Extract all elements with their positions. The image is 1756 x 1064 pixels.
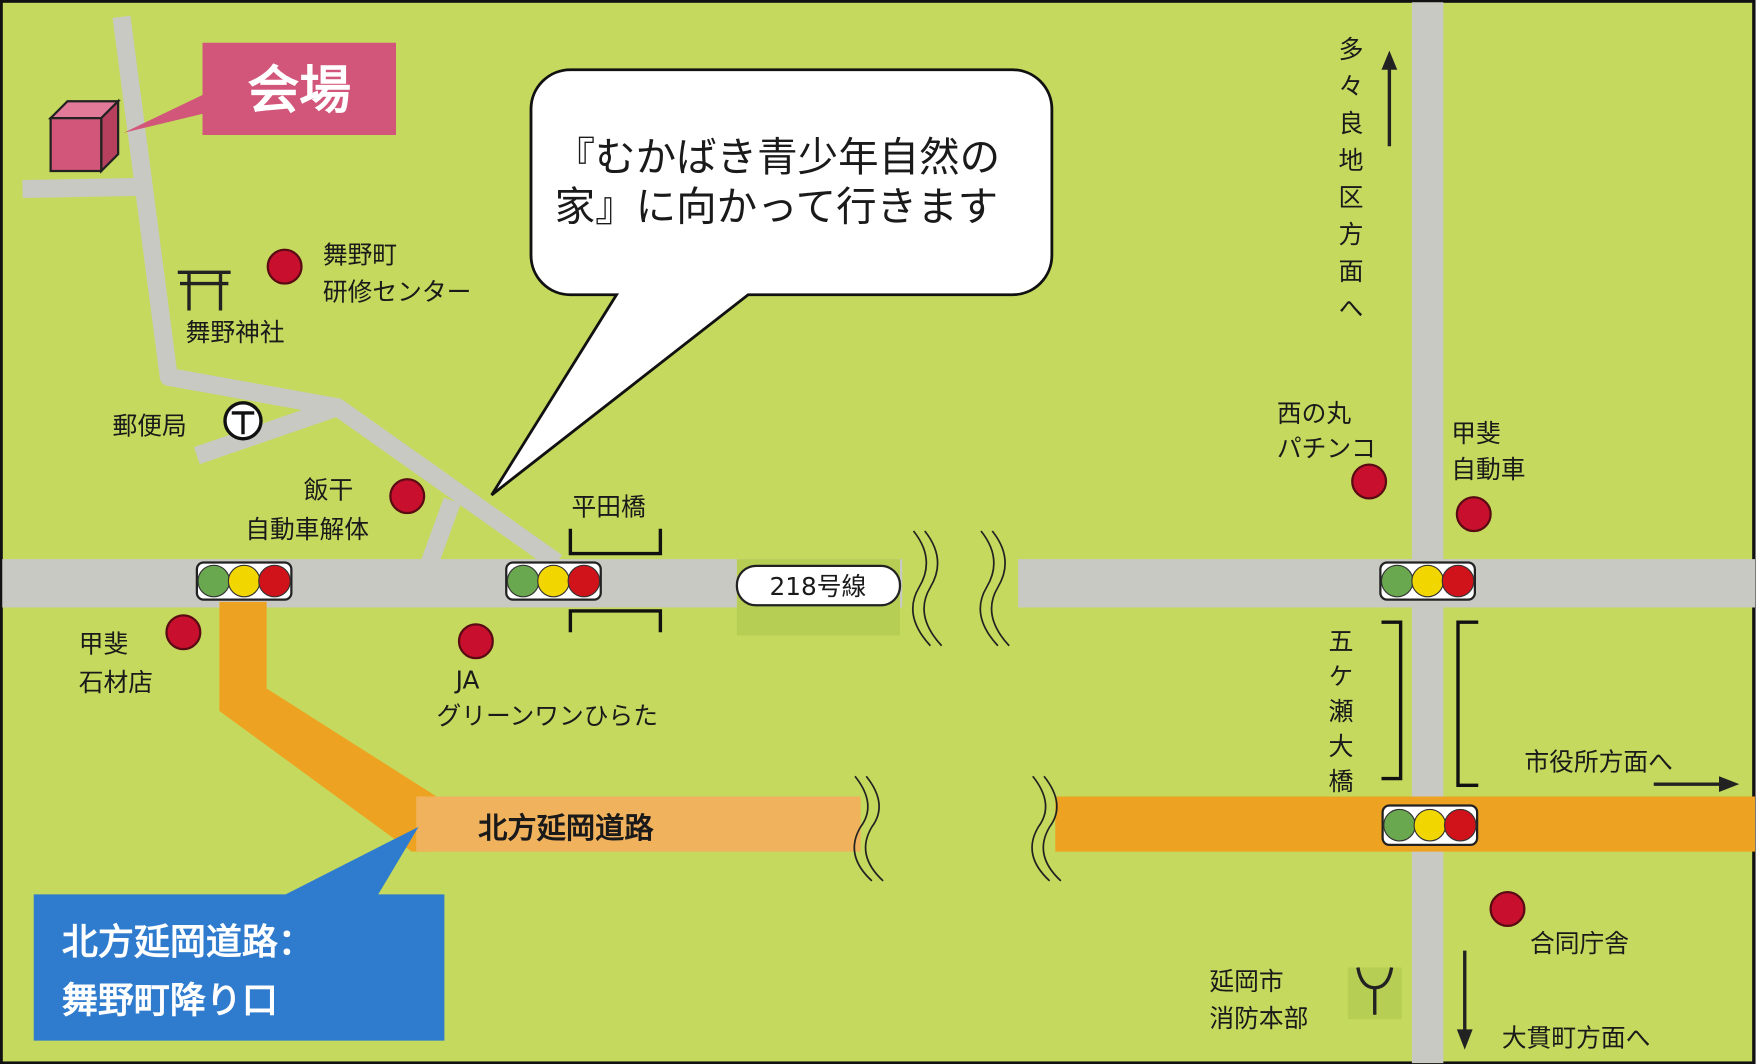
callout-bubble: 『むかばき青少年自然の 家』に向かって行きます	[490, 68, 1054, 497]
svg-text:218号線: 218号線	[770, 572, 867, 601]
post-office-icon	[223, 401, 263, 441]
shrine-torii-icon	[177, 270, 231, 311]
poi-marker	[1489, 891, 1526, 927]
kai-stone-label: 甲斐	[79, 630, 129, 659]
poi-marker	[457, 623, 494, 660]
poi-marker	[1351, 463, 1388, 500]
expressway-label: 北方延岡道路	[478, 811, 654, 845]
expressway-ramp	[219, 601, 437, 852]
nishinomaru-label: 西の丸	[1277, 399, 1352, 428]
break-lines	[853, 530, 1062, 882]
east-arrowhead-icon	[1719, 776, 1740, 792]
training-center-label: 舞野町	[323, 240, 397, 269]
traffic-light-icon	[195, 561, 293, 601]
traffic-light-icon	[1381, 804, 1479, 846]
fire-station-icon	[1356, 967, 1394, 1015]
training-center-label: 研修センター	[323, 277, 472, 306]
kai-stone-label: 石材店	[79, 668, 153, 697]
south-arrowhead-icon	[1456, 1029, 1473, 1050]
exit-box	[33, 894, 445, 1041]
venue-label-box	[202, 42, 396, 135]
iiboshi-label: 飯干	[304, 475, 354, 504]
traffic-light-icon	[505, 561, 602, 601]
kai-auto-label: 自動車	[1451, 455, 1525, 484]
nishinomaru-label: パチンコ	[1277, 434, 1376, 463]
ja-label: グリーンワンひらた	[437, 702, 659, 731]
exit-box-line1: 北方延岡道路：	[62, 922, 314, 963]
gokase-bridge-marker	[1381, 620, 1479, 787]
joint-office-label: 合同庁舎	[1530, 929, 1629, 958]
hirata-bridge-marker	[568, 528, 663, 633]
route-218-badge: 218号線	[735, 564, 902, 607]
east-direction-label: 市役所方面へ	[1524, 748, 1673, 777]
fire-hq-label: 消防本部	[1209, 1004, 1308, 1033]
exit-pointer	[281, 826, 419, 897]
venue-label: 会場	[248, 61, 352, 121]
exit-box-line2: 舞野町降り口	[62, 981, 278, 1022]
poi-marker	[1455, 496, 1492, 533]
venue-pointer	[123, 92, 209, 133]
south-direction-label: 大貫町方面へ	[1502, 1023, 1651, 1052]
poi-markers	[165, 248, 1526, 927]
traffic-lights	[195, 561, 1479, 846]
north-arrowhead-icon	[1381, 50, 1398, 70]
svg-text:家』に向かって行きます: 家』に向かって行きます	[555, 183, 998, 231]
poi-marker	[165, 614, 202, 651]
traffic-light-icon	[1379, 561, 1476, 601]
shrine-label: 舞野神社	[186, 318, 285, 347]
fire-hq-label: 延岡市	[1209, 967, 1283, 996]
iiboshi-label: 自動車解体	[245, 515, 369, 544]
poi-marker	[266, 248, 303, 285]
hirata-bridge-label: 平田橋	[572, 492, 647, 521]
poi-marker	[389, 478, 426, 515]
north-south-road	[1411, 2, 1444, 1064]
venue-building-icon	[47, 98, 121, 174]
post-office-label: 郵便局	[113, 411, 187, 440]
kai-auto-label: 甲斐	[1451, 419, 1501, 448]
local-roads	[22, 15, 563, 570]
gokase-bridge-label: 五ケ瀬大橋	[1325, 628, 1354, 803]
svg-text:『むかばき青少年自然の: 『むかばき青少年自然の	[555, 133, 1001, 181]
ja-label: JA	[454, 666, 480, 695]
north-direction-label: 多々良地区方面へ	[1335, 36, 1364, 332]
expressway-segment-west	[416, 796, 861, 852]
